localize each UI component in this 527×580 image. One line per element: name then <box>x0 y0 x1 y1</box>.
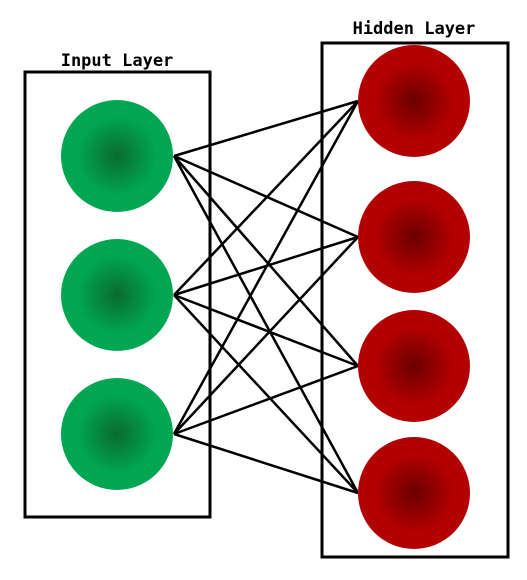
connection-line <box>173 99 359 158</box>
input-node <box>61 239 173 351</box>
hidden-nodes <box>358 45 470 549</box>
connection-line <box>173 364 359 436</box>
hidden-layer-box <box>320 41 510 559</box>
connection-line <box>173 294 359 494</box>
input-node <box>61 100 173 212</box>
connection-lines <box>172 99 360 495</box>
hidden-node <box>358 45 470 157</box>
input-layer-box <box>23 70 212 519</box>
hidden-node <box>358 437 470 549</box>
connection-line <box>173 236 359 435</box>
connection-line <box>173 100 359 296</box>
hidden-node <box>358 310 470 422</box>
input-nodes <box>61 100 173 490</box>
connection-line <box>172 100 360 435</box>
input-layer-title: Input Layer <box>61 51 174 71</box>
connection-line <box>173 155 359 367</box>
connection-line <box>172 155 360 494</box>
connection-line <box>173 293 359 368</box>
connection-line <box>173 432 359 495</box>
hidden-layer-title: Hidden Layer <box>353 19 476 39</box>
input-node <box>61 378 173 490</box>
hidden-node <box>358 181 470 293</box>
